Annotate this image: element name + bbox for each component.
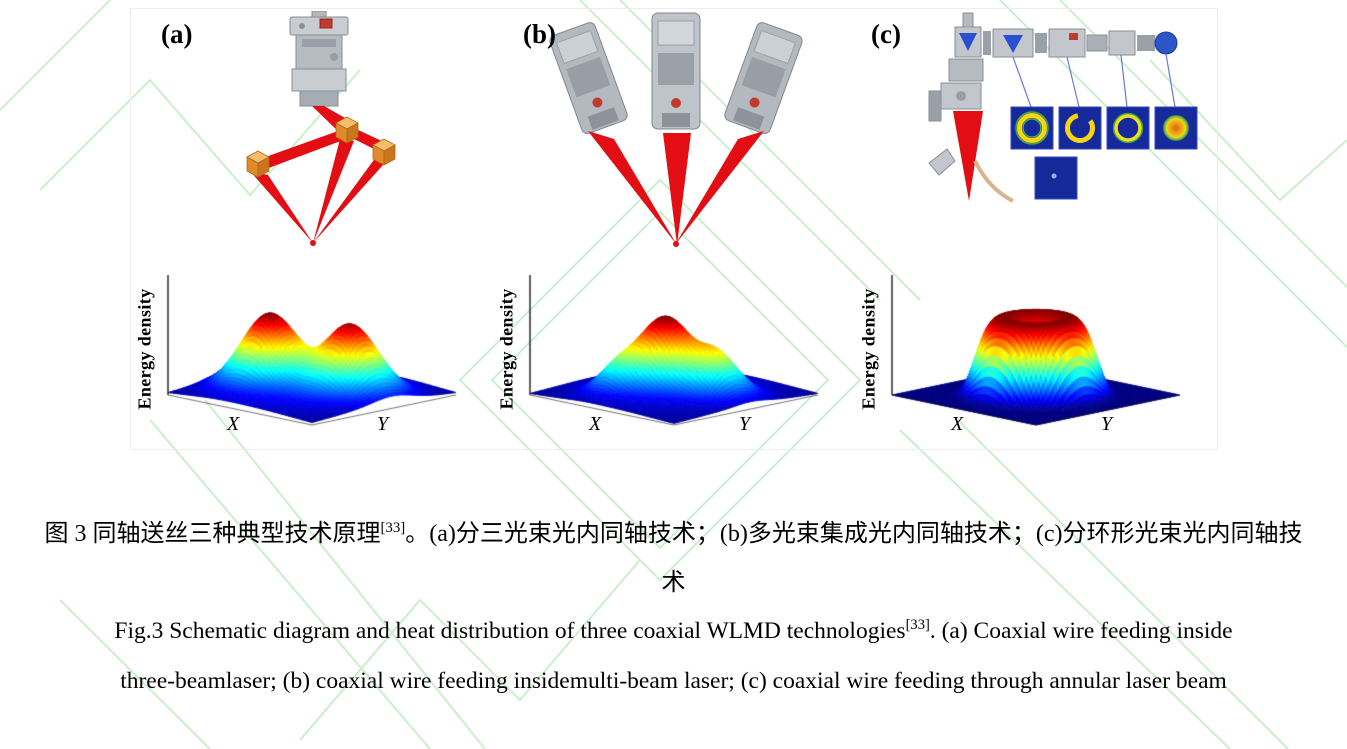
figure-image: (a) (130, 8, 1218, 450)
energy-density-surface-canvas-b (516, 263, 832, 441)
plot-y-axis-label: Y (739, 413, 751, 435)
mirror-cube-right (372, 138, 396, 166)
citation-ref: [33] (380, 520, 406, 536)
laser-unit-left (549, 22, 628, 134)
multi-beam-laser-head-schematic (549, 12, 803, 247)
figure-panel-b: (b) (493, 9, 855, 449)
annular-laser-beam-cone (953, 111, 1014, 203)
caption-chinese: 图 3 同轴送丝三种典型技术原理[33]。(a)分三光束光内同轴技术；(b)多光… (39, 510, 1309, 608)
beam-profile-ring-1 (1010, 106, 1054, 150)
wire-feed (973, 160, 1014, 203)
laser-unit-center (651, 12, 701, 130)
plot-y-axis-label: Y (1101, 413, 1113, 435)
annular-beam-laser-head-schematic (928, 12, 1198, 203)
laser-head-body (289, 11, 349, 107)
energy-density-plot-a: Energy density X Y (131, 257, 493, 449)
laser-unit-right (724, 22, 803, 134)
plot-x-axis-label: X (951, 413, 964, 435)
energy-density-plot-b: Energy density X Y (493, 257, 855, 449)
panel-label-a: (a) (161, 19, 193, 49)
optical-train-assembly (954, 12, 1178, 58)
caption-en-text-before-ref: Fig.3 Schematic diagram and heat distrib… (114, 617, 906, 644)
plot-z-axis-label: Energy density (496, 288, 517, 410)
panel-label-b: (b) (523, 19, 556, 49)
figure-panel-c: (c) (855, 9, 1217, 449)
inset-connector-lines (1012, 53, 1176, 108)
beam-profile-spot-5 (1034, 156, 1078, 200)
panel-label-c: (c) (871, 19, 901, 49)
plot-x-axis-label: X (589, 413, 602, 435)
deposition-head-lower-body (928, 58, 984, 176)
plot-y-axis-label: Y (377, 413, 389, 435)
three-beam-laser-head-schematic (246, 11, 396, 246)
mirror-cube-left (246, 150, 270, 178)
beam-profile-ring-3 (1106, 106, 1150, 150)
caption-zh-text-before-ref: 图 3 同轴送丝三种典型技术原理 (44, 521, 381, 547)
plot-z-axis-label: Energy density (134, 288, 155, 410)
beam-splitting-mirror-cubes (246, 116, 396, 178)
beam-profile-disc-4 (1154, 106, 1198, 150)
citation-ref: [33] (905, 616, 930, 633)
energy-density-plot-c: Energy density X Y (855, 257, 1217, 449)
mirror-cube-center (335, 116, 359, 144)
laser-beams (588, 131, 764, 247)
figure-panel-a: (a) (131, 9, 493, 449)
energy-density-surface-canvas-a (154, 263, 470, 441)
beam-profile-ring-2-broken (1058, 106, 1102, 150)
energy-density-surface-canvas-c (878, 263, 1194, 441)
caption-zh-text-after-ref: 。(a)分三光束光内同轴技术；(b)多光束集成光内同轴技术；(c)分环形光束光内… (405, 521, 1303, 596)
laser-beams (250, 106, 392, 246)
beam-profile-insets (1010, 106, 1198, 200)
plot-x-axis-label: X (227, 413, 240, 435)
caption-en-text-after-ref: . (a) Coaxial wire feeding inside three-… (120, 617, 1233, 694)
caption-english: Fig.3 Schematic diagram and heat distrib… (96, 606, 1251, 706)
plot-z-axis-label: Energy density (858, 288, 879, 410)
